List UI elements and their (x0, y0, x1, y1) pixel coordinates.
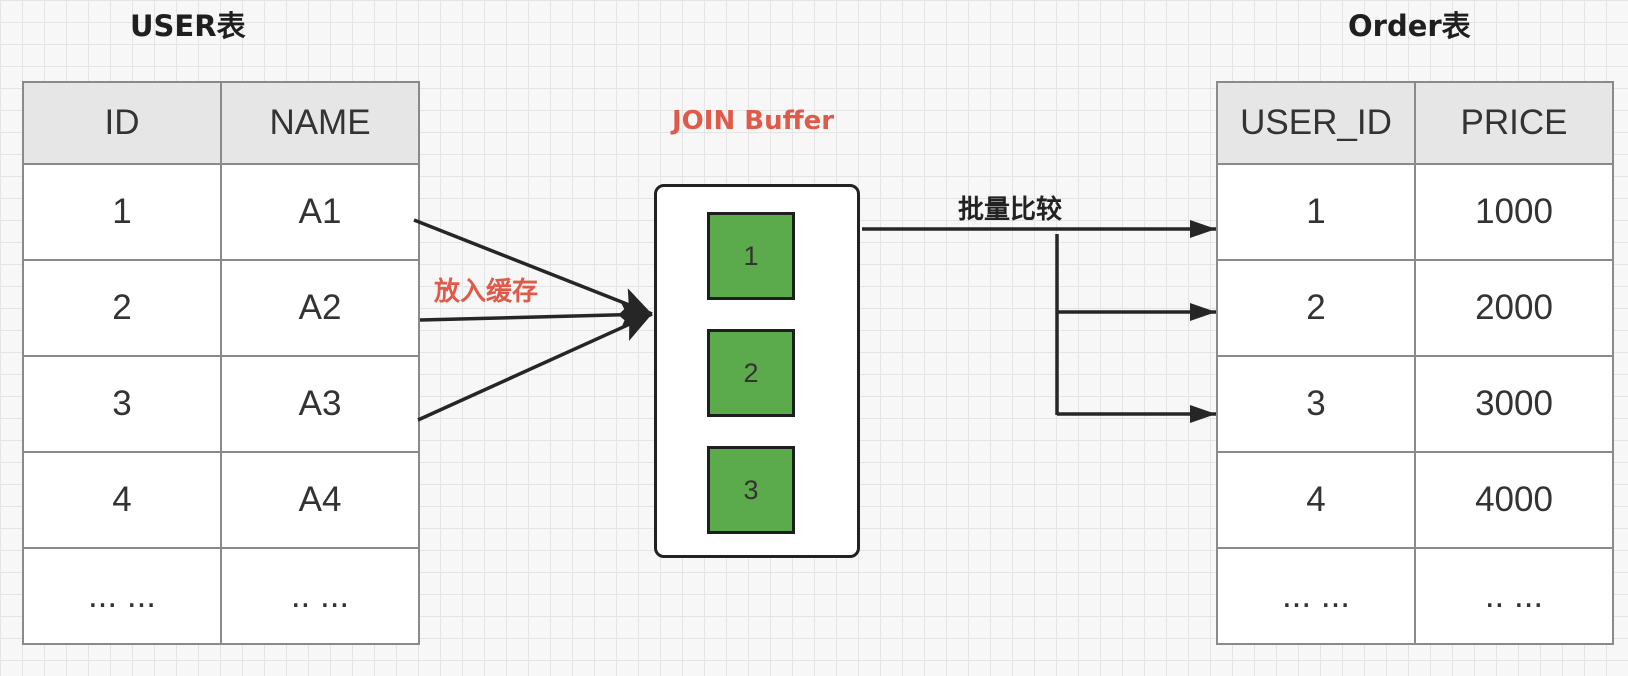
arrow-a2-to-buffer (419, 299, 653, 330)
user-table-title: USER表 (130, 9, 246, 43)
order-cell-price: 1000 (1414, 163, 1614, 261)
arrow-a3-to-buffer (417, 312, 653, 422)
user-cell-id: 3 (22, 355, 222, 453)
user-table: ID NAME 1 A1 2 A2 3 A3 4 A4 ... ... .. .… (22, 81, 420, 645)
table-row: ... ... .. ... (1216, 547, 1614, 645)
order-table-title: Order表 (1348, 9, 1471, 43)
order-cell-price: .. ... (1414, 547, 1614, 645)
batch-compare-label: 批量比较 (958, 195, 1063, 225)
join-buffer-box: 1 2 3 (654, 184, 860, 558)
order-cell-user-id: 4 (1216, 451, 1416, 549)
order-cell-price: 4000 (1414, 451, 1614, 549)
table-row: 3 A3 (22, 355, 420, 453)
user-cell-id: 2 (22, 259, 222, 357)
table-row: ... ... .. ... (22, 547, 420, 645)
user-cell-name: .. ... (220, 547, 420, 645)
order-cell-price: 2000 (1414, 259, 1614, 357)
order-cell-user-id: 3 (1216, 355, 1416, 453)
join-buffer-title: JOIN Buffer (672, 106, 835, 136)
order-table-header-row: USER_ID PRICE (1216, 81, 1614, 165)
table-row: 1 1000 (1216, 163, 1614, 261)
user-cell-name: A1 (220, 163, 420, 261)
order-cell-price: 3000 (1414, 355, 1614, 453)
table-row: 1 A1 (22, 163, 420, 261)
user-header-id: ID (22, 81, 222, 165)
order-header-user-id: USER_ID (1216, 81, 1416, 165)
user-header-name: NAME (220, 81, 420, 165)
user-cell-id: 1 (22, 163, 222, 261)
table-row: 4 A4 (22, 451, 420, 549)
user-cell-id: ... ... (22, 547, 222, 645)
order-header-price: PRICE (1414, 81, 1614, 165)
buffer-slot: 3 (707, 446, 795, 534)
user-cell-name: A2 (220, 259, 420, 357)
order-cell-user-id: 2 (1216, 259, 1416, 357)
order-cell-user-id: 1 (1216, 163, 1416, 261)
user-cell-name: A4 (220, 451, 420, 549)
table-row: 4 4000 (1216, 451, 1614, 549)
table-row: 3 3000 (1216, 355, 1614, 453)
user-cell-name: A3 (220, 355, 420, 453)
arrow-a1-to-buffer (413, 218, 653, 317)
user-table-header-row: ID NAME (22, 81, 420, 165)
buffer-slot: 1 (707, 212, 795, 300)
put-into-cache-label: 放入缓存 (434, 277, 539, 307)
buffer-slot: 2 (707, 329, 795, 417)
order-cell-user-id: ... ... (1216, 547, 1416, 645)
table-row: 2 A2 (22, 259, 420, 357)
order-table: USER_ID PRICE 1 1000 2 2000 3 3000 4 400… (1216, 81, 1614, 645)
user-cell-id: 4 (22, 451, 222, 549)
table-row: 2 2000 (1216, 259, 1614, 357)
